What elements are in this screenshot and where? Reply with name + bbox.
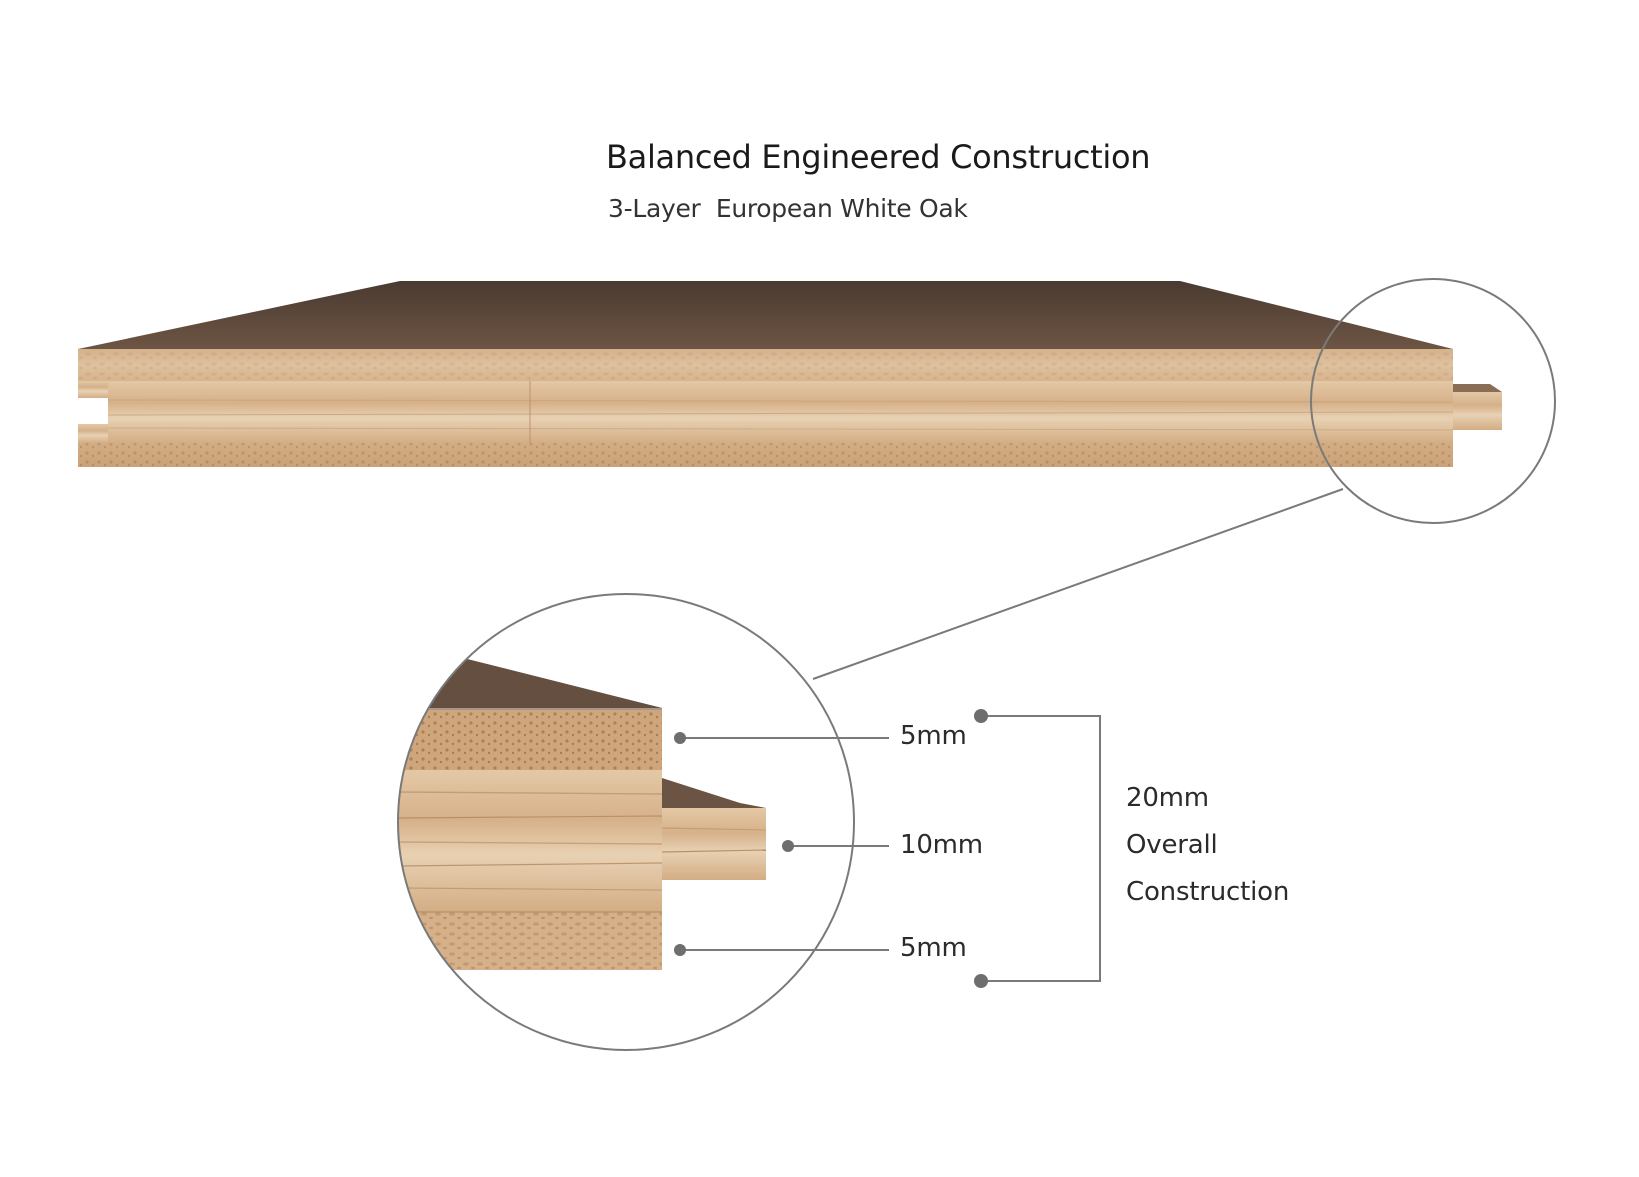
page-title: Balanced Engineered Construction (606, 138, 1151, 176)
zoom-tongue (662, 808, 766, 880)
label-overall-line1: Overall (1126, 830, 1218, 860)
zoom-core-layer (398, 770, 662, 912)
label-bottom-layer-thickness: 5mm (900, 933, 967, 963)
marker-bottom-layer (674, 944, 686, 956)
zoom-base-layer (398, 912, 662, 970)
zoom-circle (397, 593, 855, 1051)
dimension-callouts (674, 709, 1101, 988)
marker-overall-top (974, 709, 988, 723)
plank-tongue (1453, 392, 1502, 430)
marker-core-layer (782, 840, 794, 852)
label-core-layer-thickness: 10mm (900, 830, 983, 860)
zoom-detail (398, 594, 854, 1050)
page-subtitle: 3-Layer European White Oak (608, 194, 968, 223)
overall-bracket (981, 715, 1101, 982)
marker-overall-bottom (974, 974, 988, 988)
marker-top-layer (674, 732, 686, 744)
label-top-layer-thickness: 5mm (900, 721, 967, 751)
zoom-wear-layer (398, 710, 662, 770)
label-overall-line2: Construction (1126, 877, 1290, 907)
plank-top-surface (78, 281, 1453, 349)
label-overall-thickness: 20mm (1126, 783, 1209, 813)
detail-connector-line (812, 488, 1344, 680)
detail-focus-circle (1310, 278, 1556, 524)
plank (78, 281, 1502, 467)
